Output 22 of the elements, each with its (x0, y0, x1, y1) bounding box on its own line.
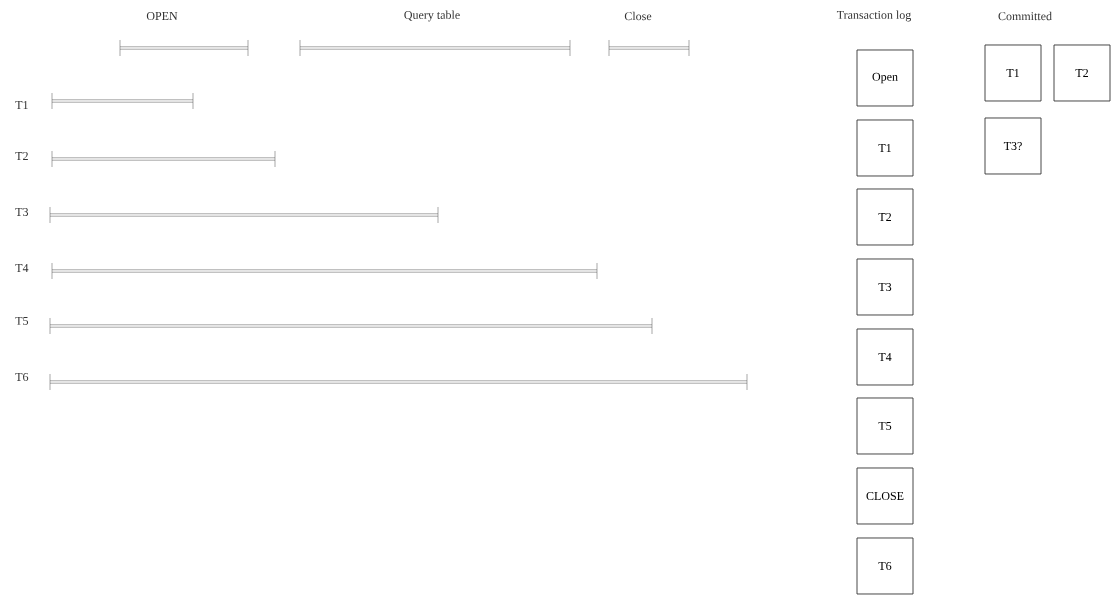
log-box: T2 (856, 188, 914, 246)
log-box: Open (856, 49, 914, 107)
label: T6 (15, 372, 29, 381)
log-box: T2 (1053, 44, 1111, 102)
label: T1 (15, 101, 28, 109)
log-box: T6 (856, 537, 914, 595)
label: Committed (998, 11, 1052, 21)
log-box: T5 (856, 397, 914, 455)
log-box: T1 (856, 119, 914, 177)
log-box: T3? (984, 117, 1042, 175)
log-box: T4 (856, 328, 914, 386)
label: Query table (404, 10, 460, 22)
log-box: T3 (856, 258, 914, 316)
label: T2 (15, 152, 28, 160)
log-box: T1 (984, 44, 1042, 102)
label: T4 (15, 264, 29, 272)
label: OPEN (146, 11, 178, 20)
label: T3 (15, 207, 29, 216)
label: Transaction log (836, 10, 912, 22)
label: T5 (15, 317, 29, 325)
log-box: CLOSE (856, 467, 914, 525)
label: Close (624, 11, 652, 21)
